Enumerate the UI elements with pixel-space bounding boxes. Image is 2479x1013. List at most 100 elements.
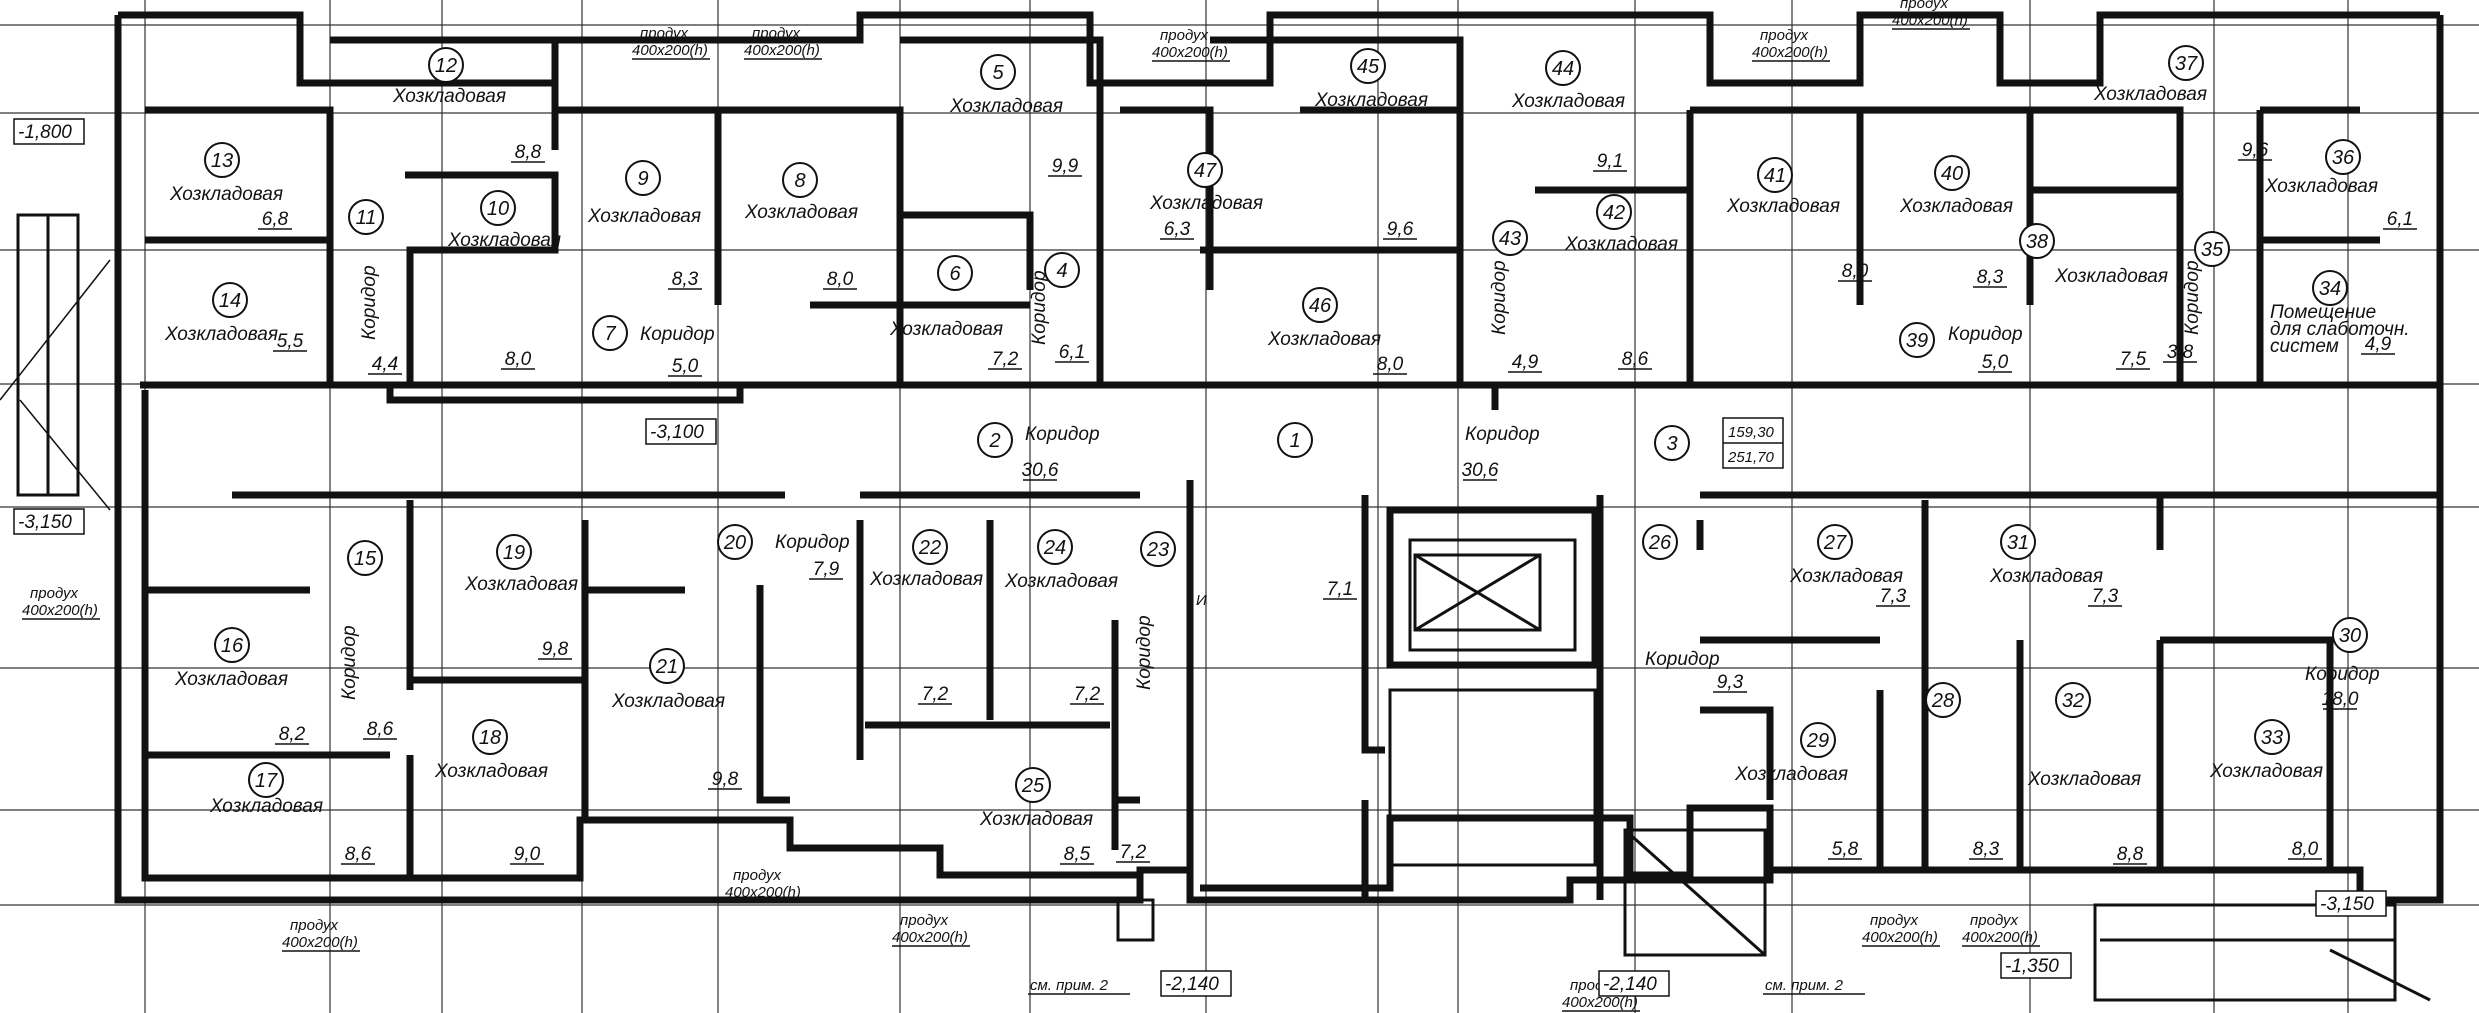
partition-walls [145, 36, 2380, 900]
room-name: Коридор [1029, 270, 1050, 345]
room-area: 7,2 [992, 349, 1019, 370]
room-number: 25 [1021, 775, 1045, 797]
room-area: 7,9 [813, 559, 840, 580]
room-number: 30 [2339, 625, 2361, 647]
elevation-marks: -1,800-3,150-3,100-2,140-2,140-3,150-1,3… [13, 118, 2387, 997]
pits [1116, 828, 1767, 957]
room-number: 2 [988, 430, 1000, 452]
room-number: 36 [2332, 147, 2355, 169]
room-name: Хозкладовая [1899, 196, 2013, 217]
room-name: Хозкладовая [2093, 84, 2207, 105]
room-number-circle [782, 162, 818, 198]
room-number: 6 [949, 263, 961, 285]
room-number-circle [2332, 617, 2368, 653]
room-number-circle [2254, 719, 2290, 755]
room-number: 33 [2261, 727, 2283, 749]
room-number-circle [1492, 220, 1528, 256]
room-name: Хозкладовая [1564, 234, 1678, 255]
room-area: 7,5 [2120, 349, 2147, 370]
room-number-circle [248, 762, 284, 798]
room-name: Коридор [1489, 260, 1510, 335]
room-number: 13 [211, 150, 233, 172]
room-area: 8,8 [2117, 844, 2144, 865]
room-area: 9,8 [542, 639, 569, 660]
room-area: 5,8 [1832, 839, 1859, 860]
room-area: 9,9 [1052, 156, 1079, 177]
room-area: 8,6 [1622, 349, 1649, 370]
room-area: 7,3 [1880, 586, 1907, 607]
vent-note-line2: 400x200(h) [1562, 994, 1638, 1011]
room-number: 14 [219, 290, 241, 312]
room-number: 29 [1806, 730, 1829, 752]
room-area: 9,1 [1597, 151, 1623, 172]
room-area: 8,3 [1973, 839, 2000, 860]
elevation-mark: -2,140 [1160, 970, 1232, 997]
room-name: Хозкладовая [1726, 196, 1840, 217]
area-total-1: 159,30 [1728, 424, 1775, 441]
room-area: 5,0 [672, 356, 699, 377]
room-area: 8,0 [2292, 839, 2319, 860]
room-name: Коридор [2305, 664, 2380, 685]
stairs-right [2093, 903, 2431, 1002]
room-name: Хозкладовая [164, 324, 278, 345]
vent-note-line1: продух [1870, 912, 1919, 929]
room-area: 8,3 [672, 269, 699, 290]
room-number-circle [1044, 252, 1080, 288]
room-number-circle [496, 534, 532, 570]
room-area: 9,8 [712, 769, 739, 790]
room-name: Хозкладовая [869, 569, 983, 590]
room-number: 43 [1499, 228, 1521, 250]
room-name: Хозкладовая [744, 202, 858, 223]
room-name: Хозкладовая [169, 184, 283, 205]
room-number: 37 [2175, 53, 2198, 75]
elevation-mark: -2,140 [1598, 970, 1670, 997]
vent-note-line2: 400x200(h) [282, 934, 358, 951]
room-number: 3 [1666, 433, 1677, 455]
room-area: 6,1 [1059, 342, 1085, 363]
room-number-circle [592, 315, 628, 351]
room-area: 4,4 [372, 354, 398, 375]
room-number: 26 [1648, 532, 1672, 554]
elevation-value: -1,350 [2005, 956, 2059, 977]
room-name: Хозкладовая [434, 761, 548, 782]
room-number-circle [649, 648, 685, 684]
room-area: 8,6 [345, 844, 372, 865]
room-name: Коридор [1645, 649, 1720, 670]
corridor-walls [140, 381, 2440, 499]
vent-note-line1: продух [1160, 27, 1209, 44]
vent-note-line2: 400x200(h) [632, 42, 708, 59]
room-name: Хозкладовая [1149, 193, 1263, 214]
room-number-circle [1934, 155, 1970, 191]
stairs-left [0, 213, 111, 511]
room-name: Хозкладовая [2054, 266, 2168, 287]
vent-note-line1: продух [290, 917, 339, 934]
vent-note-line2: 400x200(h) [725, 884, 801, 901]
vent-note-line1: продух [640, 25, 689, 42]
room-number-circle [937, 255, 973, 291]
room-number: 11 [356, 207, 377, 229]
vent-note-line1: продух [1760, 27, 1809, 44]
room-name: Хозкладовая [949, 96, 1063, 117]
